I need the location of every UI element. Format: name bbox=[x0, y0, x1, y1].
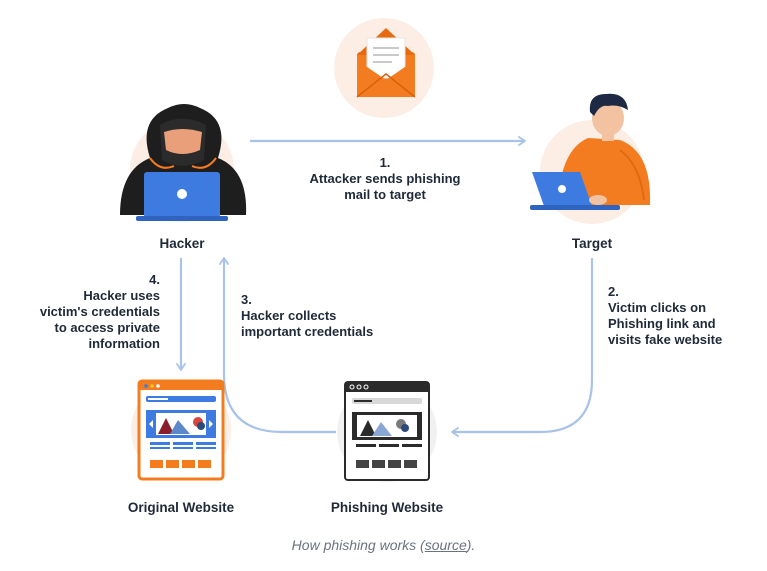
target-person-icon bbox=[530, 93, 651, 224]
step-1-number: 1. bbox=[379, 155, 391, 170]
target-label: Target bbox=[571, 236, 613, 251]
step-2-text: 2. Victim clicks on Phishing link and vi… bbox=[608, 284, 722, 348]
step-2-number: 2. bbox=[608, 284, 619, 299]
phishing-website-icon bbox=[337, 381, 437, 482]
step-3-number: 3. bbox=[241, 292, 252, 307]
step-4-line-4: information bbox=[88, 336, 161, 351]
step-3-text: 3. Hacker collects important credentials bbox=[241, 292, 373, 340]
step-2-line-3: visits fake website bbox=[608, 332, 723, 347]
source-link[interactable]: source bbox=[424, 537, 467, 553]
step-3-line-1: Hacker collects bbox=[241, 308, 337, 323]
step-1-line-2: mail to target bbox=[344, 187, 426, 202]
arrow-phishing-to-hacker bbox=[219, 257, 336, 434]
phishing-website-label: Phishing Website bbox=[330, 500, 444, 515]
hacker-label: Hacker bbox=[159, 236, 205, 251]
figure-caption: How phishing works (source). bbox=[0, 537, 767, 553]
original-website-icon bbox=[131, 379, 231, 481]
caption-suffix: ). bbox=[466, 537, 476, 553]
original-website-label: Original Website bbox=[127, 500, 235, 515]
step-2-line-2: Phishing link and bbox=[608, 316, 716, 331]
step-4-line-3: to access private bbox=[54, 320, 160, 335]
step-4-number: 4. bbox=[149, 272, 160, 287]
step-4-text: 4. Hacker uses victim's credentials to a… bbox=[10, 272, 160, 352]
hacker-icon bbox=[120, 104, 247, 222]
caption-prefix: How phishing works ( bbox=[291, 537, 425, 553]
step-3-line-2: important credentials bbox=[241, 324, 374, 339]
envelope-icon bbox=[334, 18, 434, 118]
step-2-line-1: Victim clicks on bbox=[608, 300, 707, 315]
arrow-target-to-phishing bbox=[451, 258, 594, 437]
step-4-line-2: victim's credentials bbox=[39, 304, 160, 319]
step-4-line-1: Hacker uses bbox=[83, 288, 160, 303]
step-1-text: 1. Attacker sends phishing mail to targe… bbox=[285, 155, 485, 203]
step-1-line-1: Attacker sends phishing bbox=[309, 171, 461, 186]
